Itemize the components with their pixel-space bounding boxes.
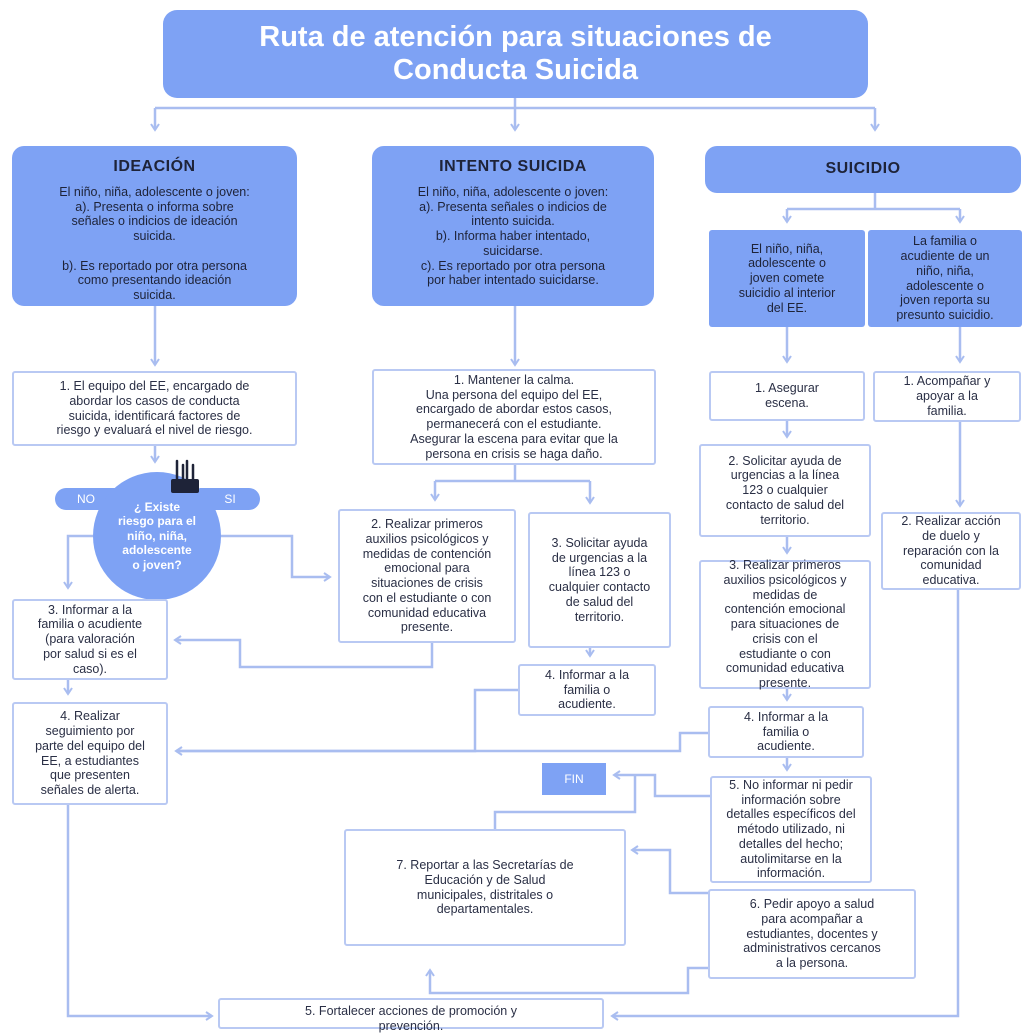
intento-heading: INTENTO SUICIDA — [439, 158, 587, 175]
suicidio-heading: SUICIDIO — [825, 160, 901, 178]
ideacion-body: El niño, niña, adolescente o joven: a). … — [59, 184, 250, 303]
suicidio-sub-familia: La familia o acudiente de un niño, niña,… — [868, 230, 1022, 327]
paperclip-icon — [168, 457, 202, 495]
intento-body: El niño, niña, adolescente o joven: a). … — [417, 184, 609, 288]
ideacion-heading: IDEACIÓN — [113, 158, 196, 175]
intento-step-2: 2. Realizar primeros auxilios psicológic… — [338, 509, 516, 643]
intento-step-3: 3. Solicitar ayuda de urgencias a la lín… — [528, 512, 671, 648]
suicidio-sub-ee: El niño, niña, adolescente o joven comet… — [709, 230, 865, 327]
suicidio-step-6: 6. Pedir apoyo a salud para acompañar a … — [708, 889, 916, 979]
fin-terminator: FIN — [542, 763, 606, 795]
ideacion-header-box: IDEACIÓN El niño, niña, adolescente o jo… — [12, 146, 297, 306]
diagram-title: Ruta de atención para situaciones de Con… — [163, 10, 868, 98]
fortalecer-promocion-step: 5. Fortalecer acciones de promoción y pr… — [218, 998, 604, 1033]
suicidio-step-1: 1. Asegurar escena. — [709, 371, 865, 421]
suicidio-step-4: 4. Informar a la familia o acudiente. — [708, 706, 864, 758]
reportar-secretarias-step: 7. Reportar a las Secretarías de Educaci… — [344, 829, 626, 946]
ideacion-step-4: 4. Realizar seguimiento por parte del eq… — [12, 702, 168, 805]
familia-step-1: 1. Acompañar y apoyar a la familia. — [873, 371, 1021, 422]
intento-header-box: INTENTO SUICIDA El niño, niña, adolescen… — [372, 146, 654, 306]
familia-step-2: 2. Realizar acción de duelo y reparación… — [881, 512, 1021, 590]
intento-step-4: 4. Informar a la familia o acudiente. — [518, 664, 656, 716]
suicidio-header-box: SUICIDIO — [705, 146, 1021, 193]
ideacion-step-1: 1. El equipo del EE, encargado de aborda… — [12, 371, 297, 446]
decision-si-label: SI — [200, 488, 260, 510]
intento-step-1: 1. Mantener la calma. Una persona del eq… — [372, 369, 656, 465]
suicidio-step-3: 3. Realizar primeros auxilios psicológic… — [699, 558, 871, 690]
ideacion-step-3: 3. Informar a la familia o acudiente (pa… — [12, 599, 168, 680]
suicidio-step-5: 5. No informar ni pedir información sobr… — [710, 776, 872, 883]
suicidio-step-2: 2. Solicitar ayuda de urgencias a la lín… — [699, 444, 871, 537]
decision-risk-question: ¿ Existe riesgo para el niño, niña, adol… — [93, 472, 221, 600]
